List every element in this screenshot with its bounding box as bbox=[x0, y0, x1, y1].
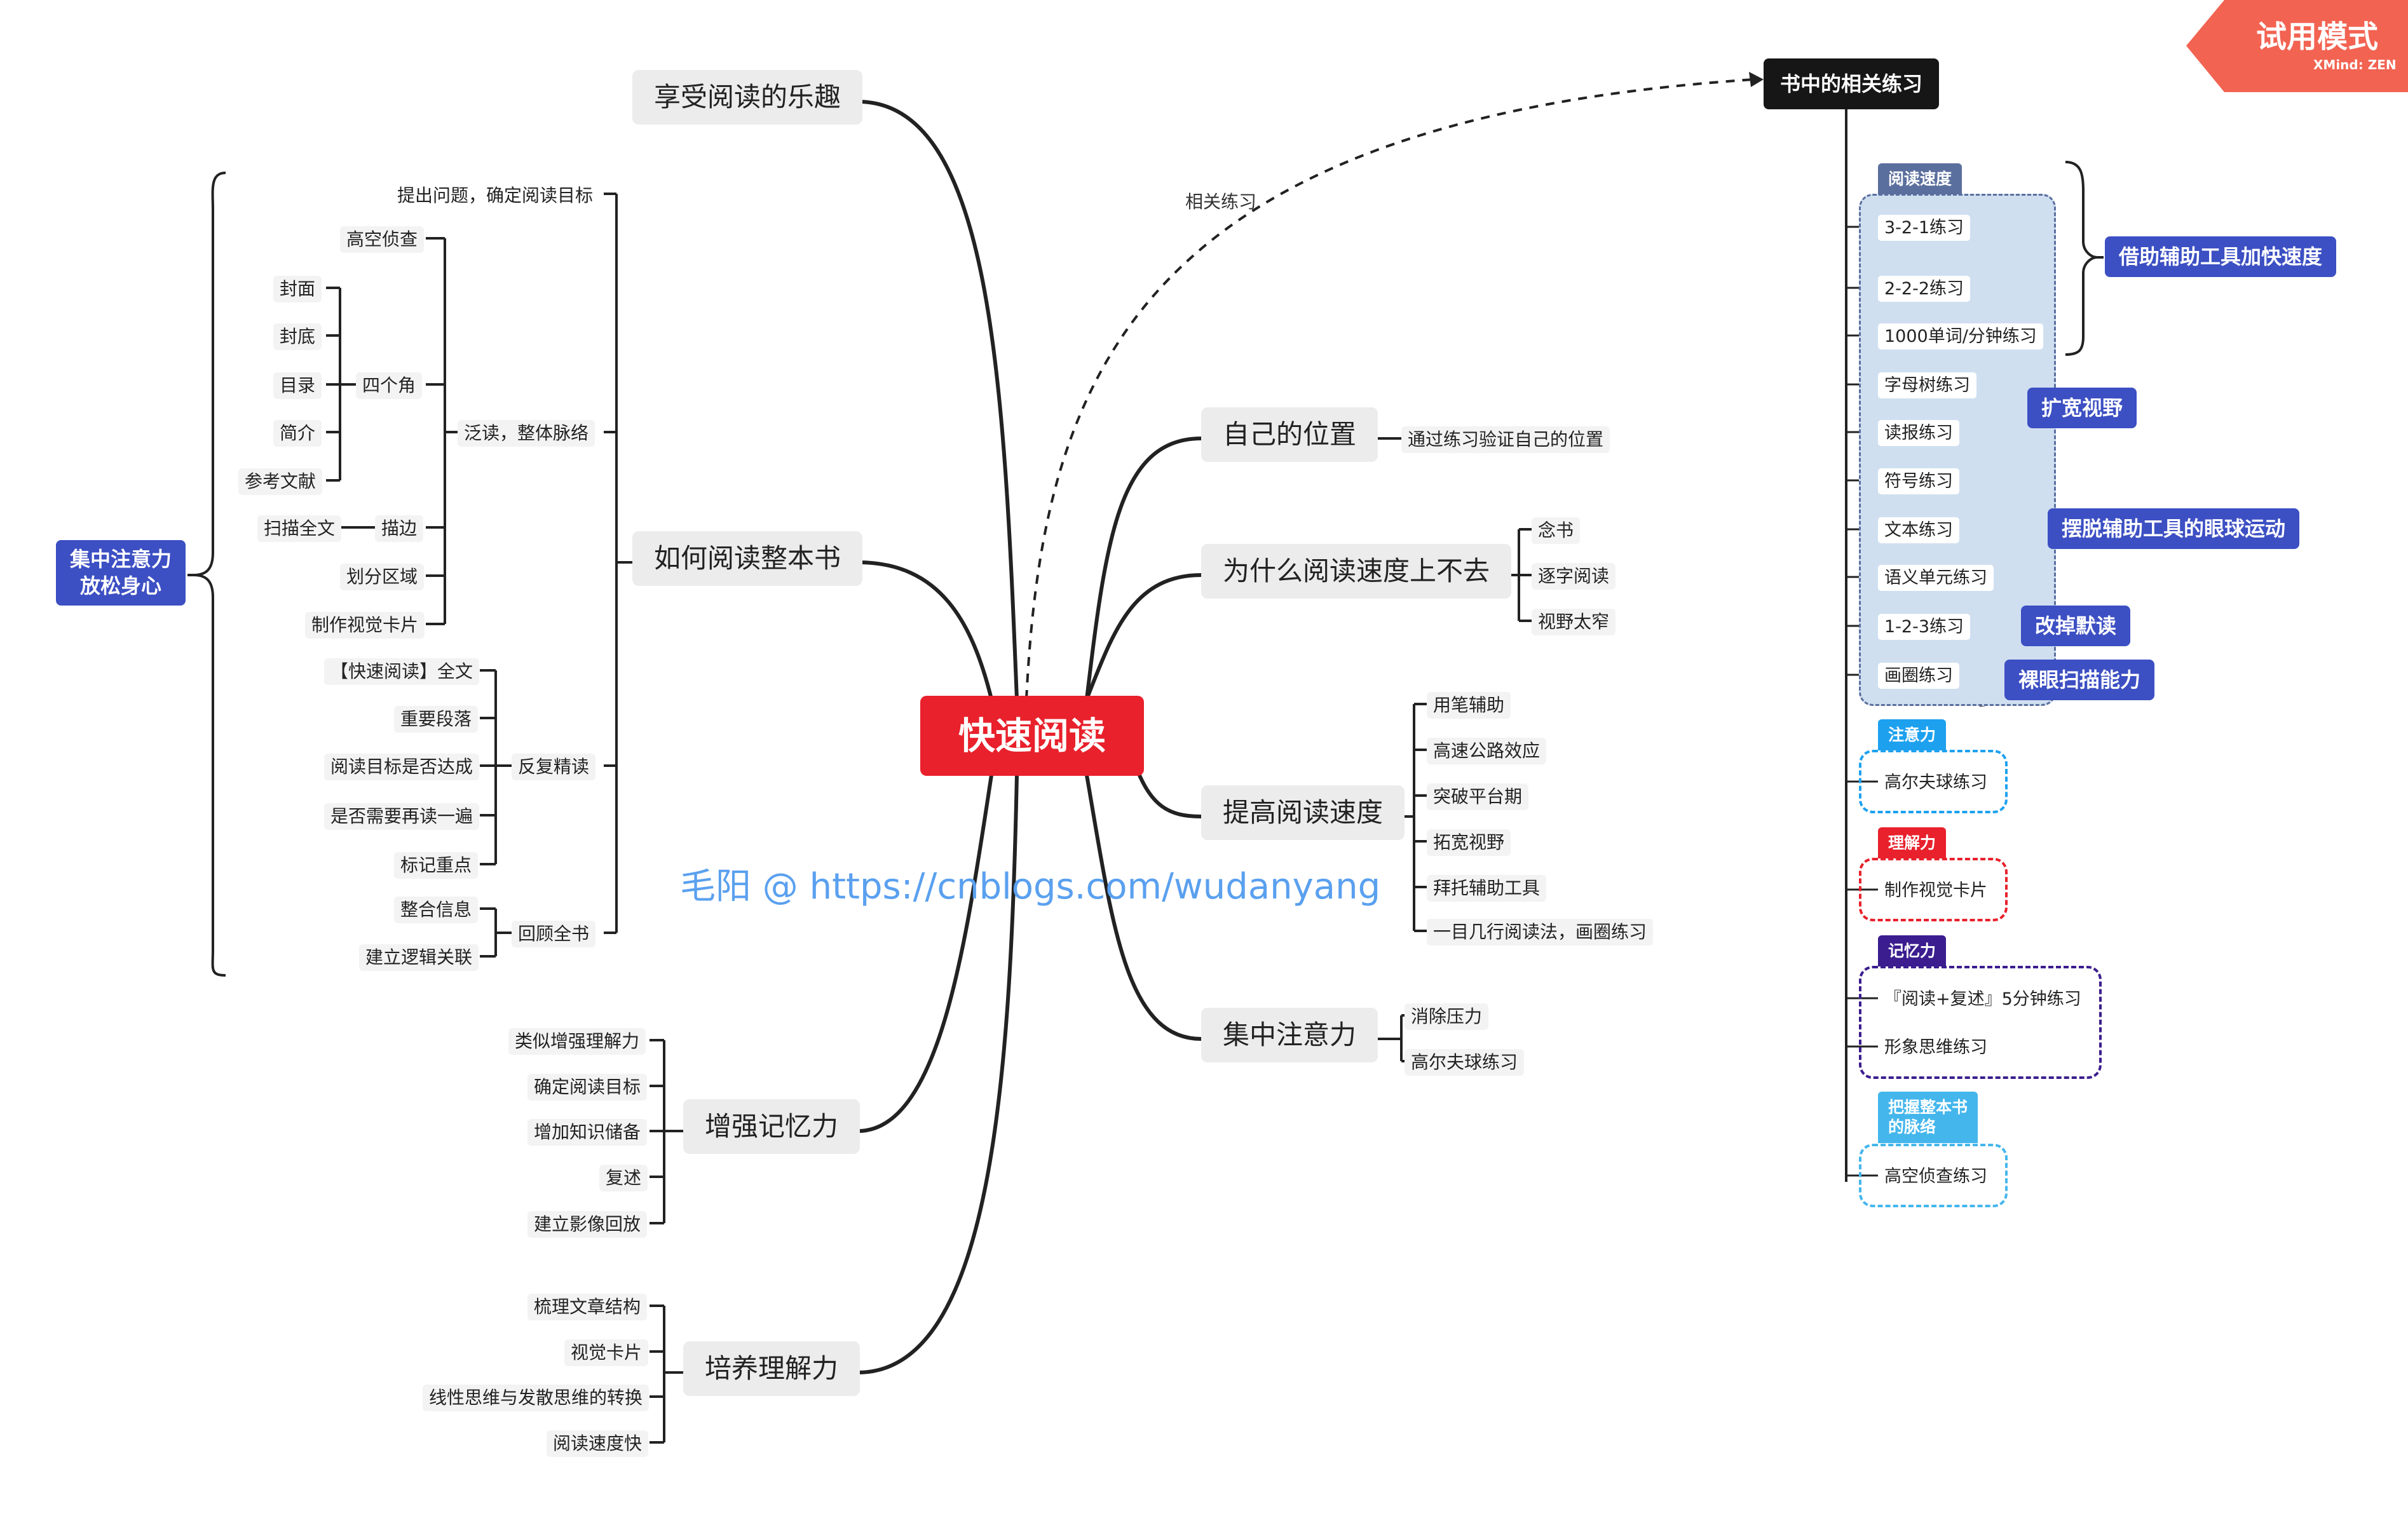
skim-aerial[interactable]: 高空侦查 bbox=[340, 226, 425, 253]
speed-exercise[interactable]: 符号练习 bbox=[1878, 468, 1959, 494]
whole-book-repeat[interactable]: 反复精读 bbox=[512, 754, 596, 780]
improve-item[interactable]: 突破平台期 bbox=[1427, 783, 1529, 810]
memory-tag[interactable]: 记忆力 bbox=[1878, 935, 1947, 967]
trial-mode-badge[interactable] bbox=[2186, 0, 2408, 92]
central-topic[interactable]: 快速阅读 bbox=[920, 696, 1145, 776]
focus-item[interactable]: 消除压力 bbox=[1405, 1003, 1489, 1030]
memory-item[interactable]: 增加知识储备 bbox=[527, 1119, 648, 1146]
topic-enjoy-reading[interactable]: 享受阅读的乐趣 bbox=[632, 70, 863, 125]
skim-divide[interactable]: 划分区域 bbox=[340, 564, 425, 590]
review-item[interactable]: 整合信息 bbox=[394, 897, 479, 923]
speed-exercise[interactable]: 字母树练习 bbox=[1878, 372, 1976, 398]
comprehension-item[interactable]: 线性思维与发散思维的转换 bbox=[423, 1385, 650, 1411]
why-item[interactable]: 视野太窄 bbox=[1532, 609, 1616, 635]
whole-book-skim[interactable]: 泛读，整体脉络 bbox=[458, 420, 595, 447]
corner-item[interactable]: 参考文献 bbox=[238, 468, 323, 495]
grasp-tag[interactable]: 把握整本书 的脉络 bbox=[1878, 1092, 1978, 1143]
corner-item[interactable]: 封面 bbox=[273, 276, 322, 302]
corner-item[interactable]: 目录 bbox=[273, 372, 322, 399]
speed-exercise[interactable]: 画圈练习 bbox=[1878, 663, 1959, 689]
speed-exercise[interactable]: 2-2-2练习 bbox=[1878, 276, 1971, 302]
summary-tool-speed[interactable]: 借助辅助工具加快速度 bbox=[2105, 236, 2337, 277]
speed-exercise[interactable]: 1000单词/分钟练习 bbox=[1878, 323, 2043, 349]
comprehension-item[interactable]: 梳理文章结构 bbox=[527, 1294, 648, 1320]
skim-card[interactable]: 制作视觉卡片 bbox=[305, 612, 425, 639]
attention-group-frame bbox=[1859, 750, 2008, 813]
improve-item[interactable]: 高速公路效应 bbox=[1427, 738, 1547, 764]
comprehension-item[interactable]: 阅读速度快 bbox=[547, 1430, 649, 1457]
speed-exercise[interactable]: 3-2-1练习 bbox=[1878, 215, 1971, 241]
why-item[interactable]: 念书 bbox=[1532, 517, 1581, 544]
outline-item[interactable]: 扫描全文 bbox=[257, 515, 342, 542]
topic-memory[interactable]: 增强记忆力 bbox=[683, 1099, 860, 1154]
repeat-item[interactable]: 重要段落 bbox=[394, 706, 479, 733]
topic-why-slow[interactable]: 为什么阅读速度上不去 bbox=[1201, 544, 1512, 599]
summary-eye-movement[interactable]: 摆脱辅助工具的眼球运动 bbox=[2048, 508, 2300, 549]
understanding-exercise[interactable]: 制作视觉卡片 bbox=[1878, 878, 1994, 904]
topic-focus[interactable]: 集中注意力 bbox=[1201, 1008, 1378, 1062]
topic-whole-book[interactable]: 如何阅读整本书 bbox=[632, 531, 863, 586]
whole-book-review[interactable]: 回顾全书 bbox=[512, 921, 596, 947]
repeat-item[interactable]: 是否需要再读一遍 bbox=[324, 803, 480, 830]
speed-exercise[interactable]: 读报练习 bbox=[1878, 420, 1959, 446]
xmind-brand: XMind: ZEN bbox=[2313, 57, 2397, 72]
memory-item[interactable]: 类似增强理解力 bbox=[508, 1028, 646, 1055]
grasp-exercise[interactable]: 高空侦查练习 bbox=[1878, 1163, 1994, 1189]
topic-improve-speed[interactable]: 提高阅读速度 bbox=[1201, 785, 1405, 840]
attention-tag[interactable]: 注意力 bbox=[1878, 719, 1947, 751]
improve-item[interactable]: 用笔辅助 bbox=[1427, 692, 1511, 719]
memory-item[interactable]: 复述 bbox=[599, 1165, 648, 1191]
skim-corners[interactable]: 四个角 bbox=[356, 372, 423, 399]
memory-item[interactable]: 建立影像回放 bbox=[527, 1211, 648, 1238]
corner-item[interactable]: 简介 bbox=[273, 420, 322, 447]
review-item[interactable]: 建立逻辑关联 bbox=[359, 944, 479, 971]
speed-exercise[interactable]: 1-2-3练习 bbox=[1878, 614, 1971, 640]
repeat-item[interactable]: 标记重点 bbox=[394, 852, 479, 879]
corner-item[interactable]: 封底 bbox=[273, 323, 322, 350]
trial-mode-label[interactable]: 试用模式 bbox=[2256, 19, 2379, 55]
speed-tag[interactable]: 阅读速度 bbox=[1878, 163, 1962, 195]
focus-item[interactable]: 高尔夫球练习 bbox=[1405, 1049, 1525, 1076]
improve-item[interactable]: 一目几行阅读法，画圈练习 bbox=[1427, 919, 1654, 945]
topic-book-exercises[interactable]: 书中的相关练习 bbox=[1764, 58, 1940, 109]
understanding-group-frame bbox=[1859, 858, 2008, 921]
topic-comprehension[interactable]: 培养理解力 bbox=[683, 1341, 860, 1396]
topic-own-position[interactable]: 自己的位置 bbox=[1201, 407, 1378, 462]
why-item[interactable]: 逐字阅读 bbox=[1532, 563, 1616, 590]
summary-naked-scan[interactable]: 裸眼扫描能力 bbox=[2004, 660, 2155, 700]
improve-item[interactable]: 拜托辅助工具 bbox=[1427, 875, 1547, 902]
attention-exercise[interactable]: 高尔夫球练习 bbox=[1878, 769, 1994, 796]
summary-focus-relax[interactable]: 集中注意力 放松身心 bbox=[56, 540, 186, 606]
memory-group-frame bbox=[1859, 966, 2102, 1079]
memory-item[interactable]: 确定阅读目标 bbox=[527, 1074, 648, 1101]
repeat-item[interactable]: 【快速阅读】全文 bbox=[324, 658, 480, 685]
memory-exercise[interactable]: 形象思维练习 bbox=[1878, 1034, 1994, 1061]
grasp-group-frame bbox=[1859, 1144, 2008, 1207]
understanding-tag[interactable]: 理解力 bbox=[1878, 827, 1947, 859]
position-item[interactable]: 通过练习验证自己的位置 bbox=[1401, 426, 1610, 453]
summary-widen-view[interactable]: 扩宽视野 bbox=[2027, 388, 2137, 428]
comprehension-item[interactable]: 视觉卡片 bbox=[564, 1339, 649, 1366]
watermark-text: 毛阳 @ https://cnblogs.com/wudanyang bbox=[680, 866, 1381, 907]
summary-stop-subvocal[interactable]: 改掉默读 bbox=[2021, 606, 2131, 646]
skim-outline[interactable]: 描边 bbox=[375, 515, 424, 542]
speed-exercise[interactable]: 语义单元练习 bbox=[1878, 565, 1994, 591]
whole-book-ask[interactable]: 提出问题，确定阅读目标 bbox=[397, 185, 594, 206]
relation-label[interactable]: 相关练习 bbox=[1185, 191, 1257, 212]
improve-item[interactable]: 拓宽视野 bbox=[1427, 829, 1511, 856]
repeat-item[interactable]: 阅读目标是否达成 bbox=[324, 754, 480, 780]
speed-exercise[interactable]: 文本练习 bbox=[1878, 517, 1959, 543]
memory-exercise[interactable]: 『阅读+复述』5分钟练习 bbox=[1878, 986, 2088, 1012]
